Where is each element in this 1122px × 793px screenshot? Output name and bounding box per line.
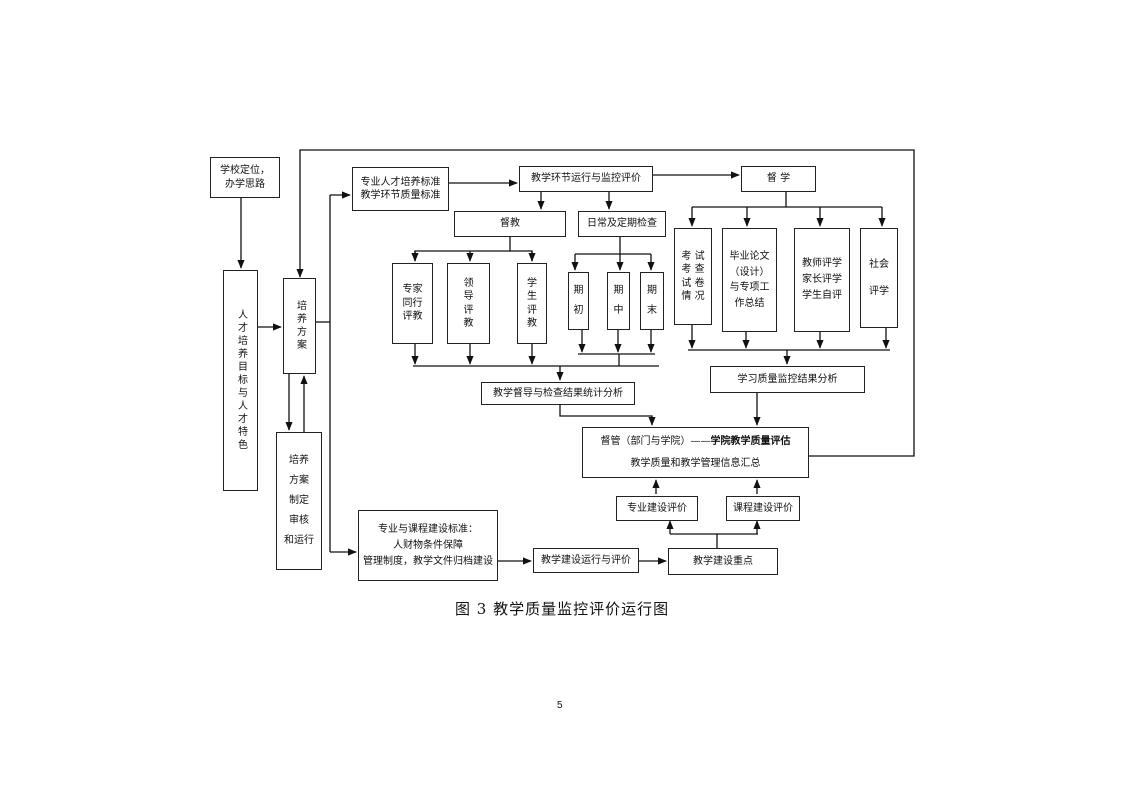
teaching-stats-box: 教学督导与检查结果统计分析 — [481, 382, 635, 405]
college-eval-box: 督管（部门与学院）——学院教学质量评估 教学质量和教学管理信息汇总 — [582, 427, 809, 478]
info-summary-text: 教学质量和教学管理信息汇总 — [630, 457, 761, 469]
teaching-link-eval-box: 教学环节运行与监控评价 — [519, 166, 653, 192]
construction-focus-box: 教学建设重点 — [668, 548, 778, 575]
term-end-box: 期 末 — [640, 272, 664, 330]
figure-caption: 图 3 教学质量监控评价运行图 — [455, 600, 670, 618]
school-position-box: 学校定位， 办学思路 — [210, 157, 280, 198]
page-number: 5 — [557, 700, 563, 711]
college-eval-title: 督管（部门与学院）——学院教学质量评估 — [600, 436, 791, 447]
course-eval-box: 课程建设评价 — [726, 496, 800, 521]
routine-check-box: 日常及定期检查 — [578, 211, 666, 237]
supervise-teaching-box: 督教 — [454, 211, 566, 237]
student-eval-box: 学 生 评 教 — [517, 263, 547, 344]
talent-goal-box: 人才培养目标与人才特色 — [223, 270, 258, 491]
social-eval-box: 社会 评学 — [860, 228, 898, 328]
teacher-parent-eval-box: 教师评学 家长评学 学生自评 — [794, 228, 850, 332]
plan-process-box: 培养 方案 制定 审核 和运行 — [276, 432, 322, 570]
leader-eval-box: 领 导 评 教 — [447, 263, 490, 344]
training-plan-box: 培养方案 — [283, 278, 316, 374]
expert-eval-box: 专家 同行 评教 — [392, 263, 433, 344]
exam-check-box: 考 试 考 查 试 卷 情 况 — [674, 228, 712, 325]
course-standards-box: 专业与课程建设标准： 人财物条件保障 管理制度，教学文件归档建设 — [358, 510, 498, 581]
supervise-learning-box: 督 学 — [741, 166, 816, 192]
learning-quality-box: 学习质量监控结果分析 — [710, 366, 865, 393]
term-mid-box: 期 中 — [607, 272, 630, 330]
major-standards-box: 专业人才培养标准 教学环节质量标准 — [352, 167, 449, 211]
major-eval-box: 专业建设评价 — [616, 496, 698, 521]
term-begin-box: 期 初 — [568, 272, 589, 330]
thesis-box: 毕业论文 （设计） 与专项工 作总结 — [722, 228, 777, 332]
construction-run-box: 教学建设运行与评价 — [533, 548, 639, 573]
